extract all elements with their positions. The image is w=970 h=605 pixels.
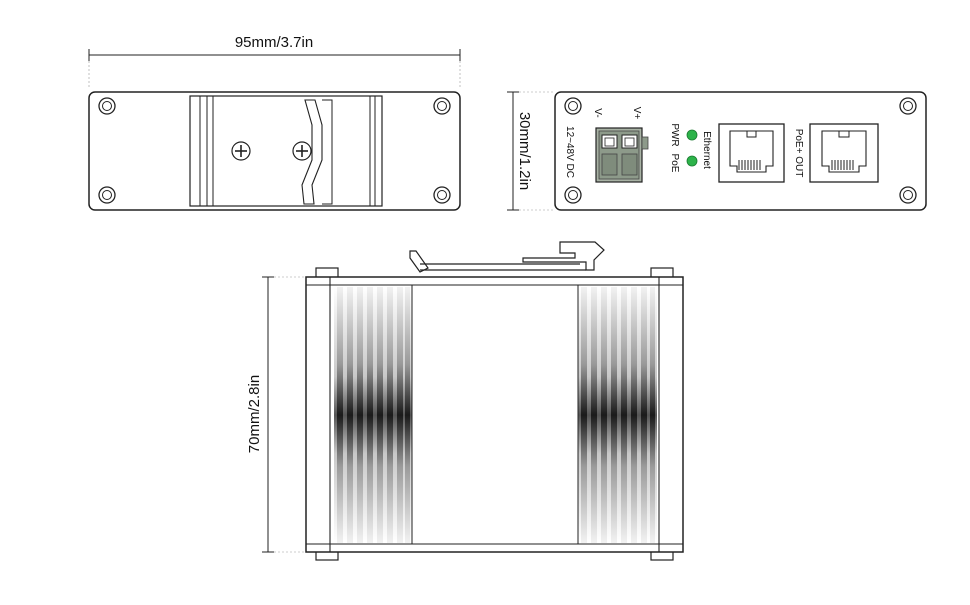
length-dimension: 70mm/2.8in (246, 276, 306, 553)
mounting-hole-icon (564, 97, 582, 115)
din-rail-clip (189, 95, 383, 207)
voltage-label: 12~48V DC (564, 126, 575, 178)
mounting-hole-icon (899, 186, 917, 204)
heatsink-fins-left (334, 285, 413, 544)
heatsink-fins-right (577, 285, 657, 544)
poe-led-icon (686, 155, 698, 167)
front-panel-view: 12~48V DC V- V+ PWR PoE Ethernet (554, 91, 927, 211)
width-dimension: 95mm/3.7in (88, 34, 461, 88)
mounting-hole-icon (564, 186, 582, 204)
height-dimension: 30mm/1.2in (507, 91, 555, 211)
led-pwr-label: PWR (669, 123, 680, 146)
mounting-hole-icon (98, 186, 116, 204)
screw-icon (292, 141, 312, 161)
side-view (305, 241, 684, 561)
din-rail-clip-side (409, 241, 605, 273)
length-label: 70mm/2.8in (246, 375, 263, 453)
ethernet-label: Ethernet (701, 131, 712, 169)
mounting-hole-icon (433, 97, 451, 115)
width-label: 95mm/3.7in (235, 34, 313, 51)
ethernet-port-icon (718, 123, 785, 183)
dc-terminal-block (595, 127, 649, 183)
mounting-hole-icon (433, 186, 451, 204)
terminal-v-minus-label: V- (592, 108, 603, 117)
poe-out-label: PoE+ OUT (793, 129, 804, 178)
terminal-v-plus-label: V+ (631, 107, 642, 120)
top-view (88, 91, 461, 211)
height-label: 30mm/1.2in (516, 112, 533, 190)
screw-icon (231, 141, 251, 161)
mounting-hole-icon (899, 97, 917, 115)
led-poe-label: PoE (669, 154, 680, 173)
pwr-led-icon (686, 129, 698, 141)
mounting-hole-icon (98, 97, 116, 115)
poe-out-port-icon (809, 123, 879, 183)
